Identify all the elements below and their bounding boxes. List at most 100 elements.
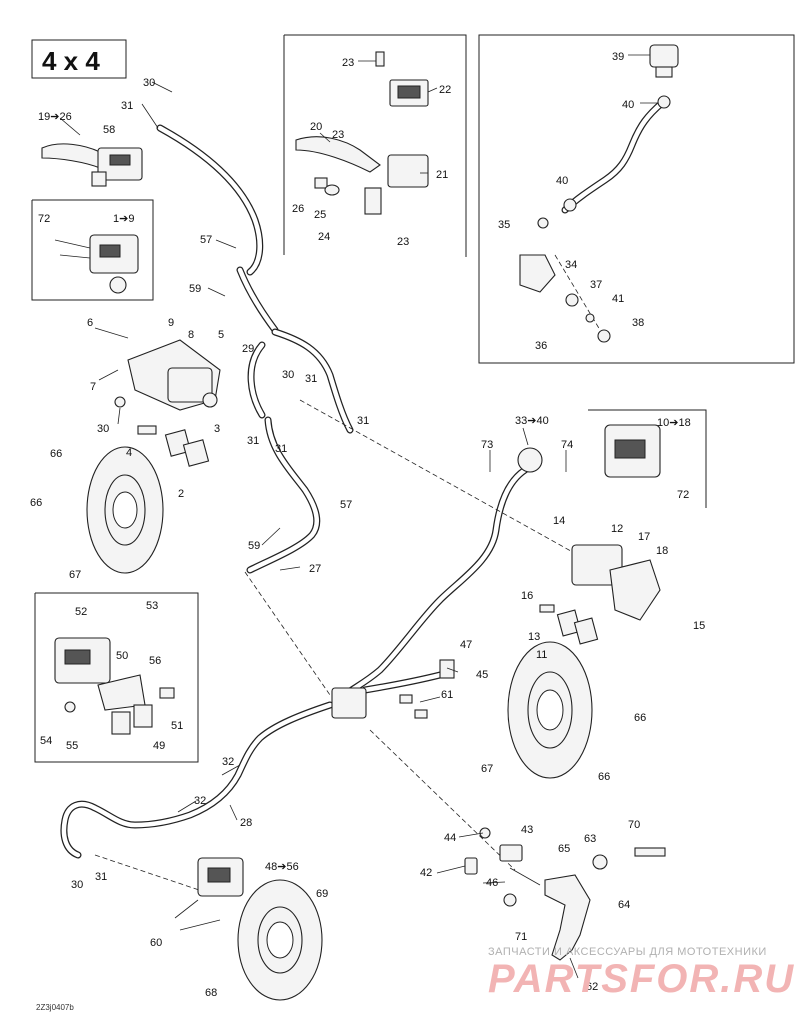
callout-label: 11 (536, 649, 547, 661)
right-caliper (539, 544, 661, 645)
rear-caliper-inset (604, 424, 661, 478)
callout-label: 66 (50, 448, 62, 460)
callout-label: 71 (515, 931, 527, 943)
callout-label: 10➔18 (657, 417, 691, 429)
inset-box-master-cylinder (31, 199, 154, 301)
callout-label: 14 (553, 515, 565, 527)
callout-label: 31 (121, 100, 133, 112)
callout-label: 46 (486, 877, 498, 889)
callout-label: 67 (481, 763, 493, 775)
callout-label: 23 (397, 236, 409, 248)
callout-label: 74 (561, 439, 573, 451)
callout-label: 51 (171, 720, 183, 732)
callout-label: 24 (318, 231, 330, 243)
callout-label: 62 (586, 981, 598, 993)
drawing-code: 2Z3j0407b (36, 1003, 74, 1012)
callout-label: 31 (275, 443, 287, 455)
callout-label: 30 (143, 77, 155, 89)
dashed-leaders (94, 254, 601, 893)
callout-label: 66 (598, 771, 610, 783)
callout-label: 72 (38, 213, 50, 225)
callout-label: 18 (656, 545, 668, 557)
rear-left-caliper (174, 857, 244, 919)
callout-label: 28 (240, 817, 252, 829)
callout-label: 15 (693, 620, 705, 632)
callout-label: 4 (126, 447, 132, 459)
callout-label: 16 (521, 590, 533, 602)
callout-label: 3 (214, 423, 220, 435)
callout-label: 12 (611, 523, 623, 535)
callout-label: 48➔56 (265, 861, 299, 873)
callout-label: 67 (69, 569, 81, 581)
callout-label: 23 (332, 129, 344, 141)
callout-label: 63 (584, 833, 596, 845)
callout-label: 1➔9 (113, 213, 134, 225)
callout-label: 5 (218, 329, 224, 341)
callout-label: 66 (634, 712, 646, 724)
callout-label: 32 (222, 756, 234, 768)
callout-label: 56 (149, 655, 161, 667)
callout-label: 65 (558, 843, 570, 855)
callout-label: 37 (590, 279, 602, 291)
callout-label: 39 (612, 51, 624, 63)
inset-box-master-cylinder-assembly (284, 34, 467, 257)
callout-label: 38 (632, 317, 644, 329)
front-caliper-inset (54, 637, 175, 735)
title-text: 4 x 4 (42, 46, 100, 76)
callout-label: 25 (314, 209, 326, 221)
front-left-caliper (114, 339, 221, 467)
callout-label: 57 (200, 234, 212, 246)
callout-label: 31 (95, 871, 107, 883)
watermark-tagline: ЗАПЧАСТИ И АКСЕССУАРЫ ДЛЯ МОТОТЕХНИКИ (488, 946, 767, 958)
callout-label: 23 (342, 57, 354, 69)
callout-label: 29 (242, 343, 254, 355)
callout-label: 40 (622, 99, 634, 111)
callout-label: 41 (612, 293, 624, 305)
brake-lines (60, 99, 666, 859)
title-box: 4 x 4 (31, 39, 127, 79)
right-disc (507, 641, 593, 779)
callout-label: 60 (150, 937, 162, 949)
rear-distribution-block (331, 447, 543, 719)
callout-label: 52 (75, 606, 87, 618)
callout-label: 21 (436, 169, 448, 181)
inset-box-front-caliper (34, 592, 199, 763)
callout-label: 59 (189, 283, 201, 295)
callout-label: 34 (565, 259, 577, 271)
callout-label: 31 (357, 415, 369, 427)
inset-box-reservoir (478, 34, 795, 364)
reservoir-assembly (519, 44, 679, 343)
callout-label: 30 (282, 369, 294, 381)
callout-label: 64 (618, 899, 630, 911)
master-cylinder-inset (54, 234, 139, 294)
callout-label: 9 (168, 317, 174, 329)
callout-label: 32 (194, 795, 206, 807)
callout-label: 69 (316, 888, 328, 900)
callout-label: 35 (498, 219, 510, 231)
callout-label: 44 (444, 832, 456, 844)
callout-label: 47 (460, 639, 472, 651)
callout-label: 2 (178, 488, 184, 500)
callout-label: 57 (340, 499, 352, 511)
callout-label: 42 (420, 867, 432, 879)
callout-label: 31 (247, 435, 259, 447)
callout-label: 6 (87, 317, 93, 329)
callout-label: 31 (305, 373, 317, 385)
callout-label: 27 (309, 563, 321, 575)
callout-label: 20 (310, 121, 322, 133)
callout-label: 73 (481, 439, 493, 451)
master-cylinder-exploded (295, 51, 429, 215)
callout-label: 72 (677, 489, 689, 501)
callout-label: 36 (535, 340, 547, 352)
front-left-disc (86, 446, 164, 574)
callout-label: 55 (66, 740, 78, 752)
callout-label: 26 (292, 203, 304, 215)
callout-label: 66 (30, 497, 42, 509)
callout-label: 30 (97, 423, 109, 435)
callout-label: 43 (521, 824, 533, 836)
callout-label: 33➔40 (515, 415, 549, 427)
inset-box-rear-caliper (588, 409, 707, 508)
callout-label: 30 (71, 879, 83, 891)
callout-label: 59 (248, 540, 260, 552)
